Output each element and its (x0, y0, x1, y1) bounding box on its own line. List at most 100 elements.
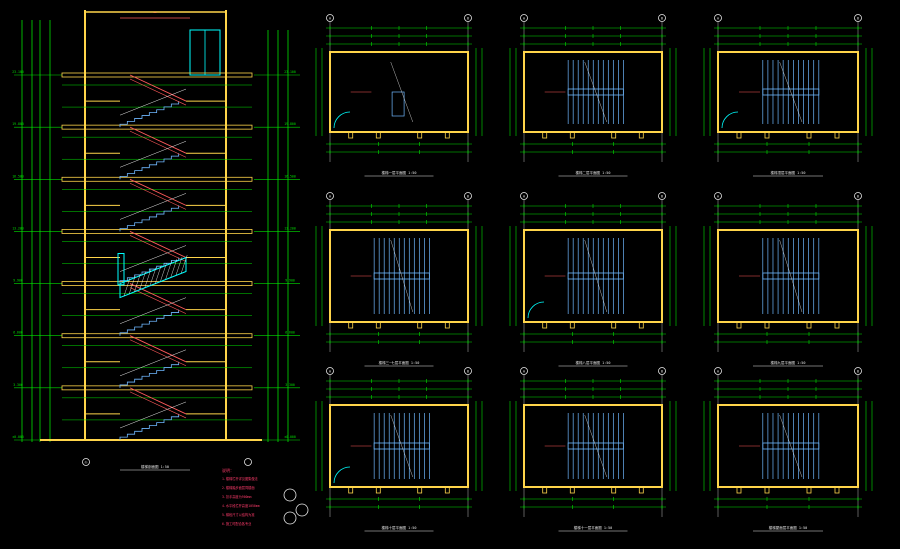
general-notes: 说明： 1.楼梯栏杆详见图集做法 2.楼梯踏步面层同楼面 3.扶手高度为900mm 4.… (222, 467, 309, 526)
plan-title: 楼梯顶层平面图 1:50 (770, 170, 805, 175)
axis-bubble (326, 367, 334, 375)
notes-heading: 说明： (222, 467, 234, 473)
handrail (119, 193, 187, 220)
column-stub (806, 321, 812, 329)
level-label-right: 9.900 (285, 279, 295, 283)
plan-title: 楼梯屋面层平面图 1:50 (769, 525, 808, 530)
column-stub (638, 321, 644, 329)
axis-label: A (717, 370, 719, 374)
level-label-right: 19.800 (284, 122, 296, 126)
notes-line: 5.梯段尺寸以结构为准 (222, 512, 255, 517)
stair-flight-lower (119, 101, 180, 128)
notes-line: 2.楼梯踏步面层同楼面 (222, 485, 255, 490)
column-stub (569, 321, 575, 329)
plan-title: 楼梯三~七层平面图 1:50 (379, 360, 420, 365)
detail-symbol (283, 511, 297, 525)
axis-label: A (523, 195, 525, 199)
column-stub (736, 321, 742, 329)
stair-flight-upper-cut-underside (129, 78, 187, 106)
notes-line: 1.楼梯栏杆详见图集做法 (222, 476, 258, 481)
floor-slab (61, 124, 253, 130)
plan-wall-outline (523, 51, 663, 133)
axis-label: B (661, 370, 663, 374)
plan-wall-outline (523, 404, 663, 488)
axis-bubble (658, 192, 666, 200)
axis-label: B (661, 17, 663, 21)
column-stub (542, 131, 548, 139)
axis-label-bottom: ① (84, 461, 88, 465)
column-stub (611, 321, 617, 329)
detail-symbol (295, 503, 309, 517)
stair-flight-upper-cut-underside (129, 391, 187, 419)
column-stub (444, 321, 450, 329)
axis-label: A (329, 370, 331, 374)
stair-well-rail (762, 442, 820, 450)
column-stub (375, 131, 381, 139)
notes-line: 3.扶手高度为900mm (222, 494, 251, 499)
floor-slab (61, 72, 253, 78)
level-label-right: 13.200 (284, 226, 296, 230)
axis-bubble-bottom (244, 458, 252, 466)
stair-flight-lower (119, 309, 180, 336)
axis-label: B (661, 195, 663, 199)
stair-flight-upper-cut-underside (129, 287, 187, 314)
plan-title: 楼梯十层平面图 1:50 (381, 525, 416, 530)
hatch-line (129, 275, 136, 294)
axis-bubble (714, 14, 722, 22)
level-label: ±0.000 (12, 435, 24, 439)
column-stub (806, 486, 812, 494)
stair-flight-upper-cut-underside (129, 130, 187, 158)
axis-bubble-bottom (82, 458, 90, 466)
door-swing (721, 111, 739, 129)
notes-line: 6.施工时配合各专业 (222, 521, 251, 526)
axis-bubble (464, 192, 472, 200)
axis-label: A (523, 17, 525, 21)
column-stub (348, 321, 354, 329)
section-marker: — (153, 10, 157, 16)
column-stub (375, 321, 381, 329)
column-stub (348, 486, 354, 494)
stair-flight-upper-cut-underside (129, 339, 187, 367)
column-stub (611, 486, 617, 494)
stair-flight-upper-cut (129, 126, 187, 154)
handrail (119, 245, 187, 272)
column-stub (638, 131, 644, 139)
break-line (779, 414, 803, 478)
break-line (779, 239, 803, 313)
column-stub (736, 486, 742, 494)
axis-bubble (658, 14, 666, 22)
level-label: 13.200 (12, 226, 24, 230)
section-walls: — (40, 10, 262, 441)
column-stub (417, 321, 423, 329)
column-stub (542, 486, 548, 494)
plan-wall-outline (329, 51, 469, 133)
level-label-right: 16.500 (284, 174, 296, 178)
column-stub (764, 321, 770, 329)
stair-well-rail (762, 272, 820, 280)
break-line (584, 239, 607, 313)
column-stub (834, 321, 840, 329)
axis-bubble (326, 14, 334, 22)
column-stub (375, 486, 381, 494)
section-title: 楼梯剖面图 1:50 (141, 464, 169, 469)
axis-bubble (520, 14, 528, 22)
axis-bubble (520, 192, 528, 200)
level-label: 23.100 (12, 70, 24, 74)
break-line (779, 61, 803, 123)
floor-slab (61, 176, 253, 182)
axis-bubble (464, 367, 472, 375)
plan-wall-outline (717, 404, 859, 488)
level-label: 16.500 (12, 174, 24, 178)
level-label: 3.300 (13, 383, 23, 387)
axis-bubble (520, 367, 528, 375)
plan-title: 楼梯九层平面图 1:50 (770, 360, 805, 365)
column-stub (417, 131, 423, 139)
notes-line: 4.水平段栏杆高度1050mm (222, 503, 260, 508)
column-stub (806, 131, 812, 139)
